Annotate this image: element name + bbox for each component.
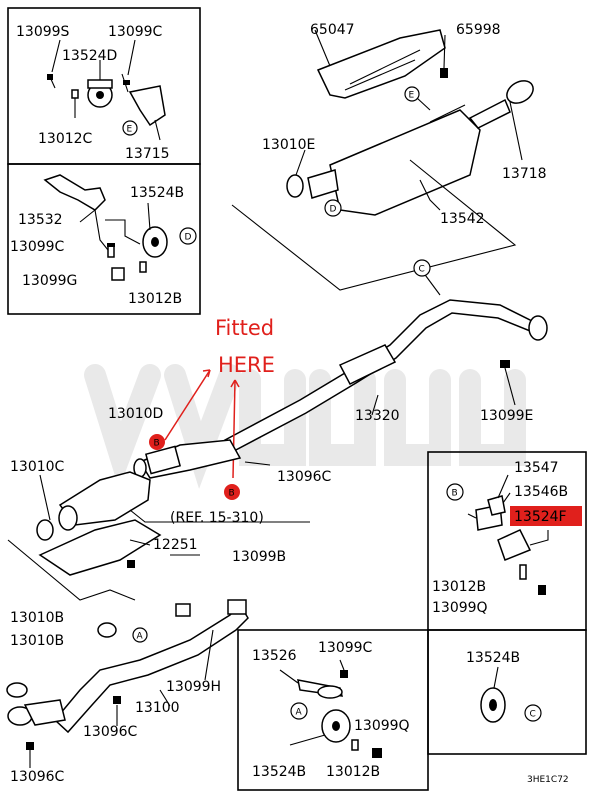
center-pipe-13320: 13320 13099E C bbox=[223, 259, 548, 453]
part-label-13012B-bottom: 13012B bbox=[326, 764, 380, 780]
muffler-area: 65047 65998 13010E 13718 13542 E D bbox=[231, 22, 547, 291]
gasket-13010E bbox=[286, 174, 304, 198]
front-pipe-catalyst: 13010D 13096C 13010C (REF. 15-310) 12251… bbox=[7, 406, 332, 601]
inset-box-right: 13547 13546B 13524F 13012B 13099Q B bbox=[427, 451, 587, 631]
annotation-line-1: Fitted bbox=[215, 316, 274, 340]
part-label-13524B-bottom: 13524B bbox=[252, 764, 306, 780]
marker-b-upper bbox=[149, 434, 165, 450]
highlight-13524F bbox=[510, 506, 582, 526]
callout-c-right: C bbox=[530, 710, 536, 720]
heat-shield-12251 bbox=[38, 519, 162, 576]
part-label-13010E: 13010E bbox=[262, 137, 315, 153]
callout-a-pipe: A bbox=[137, 632, 144, 642]
part-label-13099Q-right: 13099Q bbox=[432, 600, 488, 616]
catalytic-converter bbox=[58, 471, 151, 526]
part-label-13524B-right: 13524B bbox=[466, 650, 520, 666]
part-label-13099S: 13099S bbox=[16, 24, 70, 40]
part-label-12251: 12251 bbox=[153, 537, 198, 553]
bracket-13715 bbox=[128, 85, 166, 127]
part-label-13524F: 13524F bbox=[514, 509, 567, 525]
part-label-13100: 13100 bbox=[135, 700, 180, 716]
part-label-13096C-bottom: 13096C bbox=[10, 769, 65, 785]
part-label-13320: 13320 bbox=[355, 408, 400, 424]
part-label-13532: 13532 bbox=[18, 212, 63, 228]
callout-a-bottom: A bbox=[296, 708, 303, 718]
bracket-13532 bbox=[43, 174, 106, 211]
part-label-13010D: 13010D bbox=[108, 406, 163, 422]
hanger-top bbox=[87, 79, 113, 89]
part-label-13099C: 13099C bbox=[108, 24, 163, 40]
part-label-13099G: 13099G bbox=[22, 273, 77, 289]
part-label-13524D: 13524D bbox=[62, 48, 117, 64]
part-label-13010B-1: 13010B bbox=[10, 610, 64, 626]
marker-b-upper-label: B bbox=[154, 439, 160, 449]
callout-c-pipe: C bbox=[419, 265, 425, 275]
pipe-13100 bbox=[53, 603, 249, 734]
part-label-13010C: 13010C bbox=[10, 459, 65, 475]
marker-b-lower bbox=[224, 484, 240, 500]
inset-box-bottom-middle: 13526 13099C 13099Q 13524B 13012B A 1352… bbox=[237, 629, 587, 791]
heat-shield-65047 bbox=[316, 29, 446, 99]
part-label-13524B-inset: 13524B bbox=[130, 185, 184, 201]
part-label-13012B-inset: 13012B bbox=[128, 291, 182, 307]
part-label-13718: 13718 bbox=[502, 166, 547, 182]
part-label-13526: 13526 bbox=[252, 648, 297, 664]
part-label-13547: 13547 bbox=[514, 460, 559, 476]
tail-pipe-13718 bbox=[506, 80, 534, 104]
part-label-13715: 13715 bbox=[125, 146, 170, 162]
annotation-line-2: HERE bbox=[218, 353, 275, 377]
part-label-13012C: 13012C bbox=[38, 131, 93, 147]
inset-box-top-left: 13099S 13099C 13524D 13012C 13715 E 1352… bbox=[7, 7, 201, 315]
part-label-13096C: 13096C bbox=[277, 469, 332, 485]
part-label-13099Q-bottom: 13099Q bbox=[354, 718, 410, 734]
part-label-13096C-lower: 13096C bbox=[83, 724, 138, 740]
callout-b-right: B bbox=[452, 489, 458, 499]
diagram-code: 3HE1C72 bbox=[527, 775, 569, 785]
part-label-13099H: 13099H bbox=[166, 679, 221, 695]
reference-label: (REF. 15-310) bbox=[170, 510, 264, 526]
fitted-here-annotation: Fitted HERE B B bbox=[149, 316, 275, 500]
part-label-13010B-2: 13010B bbox=[10, 633, 64, 649]
part-label-65998: 65998 bbox=[456, 22, 501, 38]
part-label-13099C-bottom: 13099C bbox=[318, 640, 373, 656]
part-label-13012B-right: 13012B bbox=[432, 579, 486, 595]
muffler-13542 bbox=[329, 109, 481, 216]
marker-b-lower-label: B bbox=[229, 489, 235, 499]
part-label-13099E: 13099E bbox=[480, 408, 533, 424]
callout-d-muffler: D bbox=[330, 205, 337, 215]
callout-d-label: D bbox=[185, 233, 192, 243]
part-label-13099B: 13099B bbox=[232, 549, 286, 565]
callout-e-muffler: E bbox=[409, 91, 415, 101]
part-label-65047: 65047 bbox=[310, 22, 355, 38]
front-pipe-13100: 13010B 13010B 13099H 13100 13096C 13096C… bbox=[6, 599, 249, 785]
part-label-13099C-inset: 13099C bbox=[10, 239, 65, 255]
watermark bbox=[84, 364, 526, 489]
callout-e-label: E bbox=[127, 125, 133, 135]
part-label-13546B: 13546B bbox=[514, 484, 568, 500]
part-label-13542: 13542 bbox=[440, 211, 485, 227]
